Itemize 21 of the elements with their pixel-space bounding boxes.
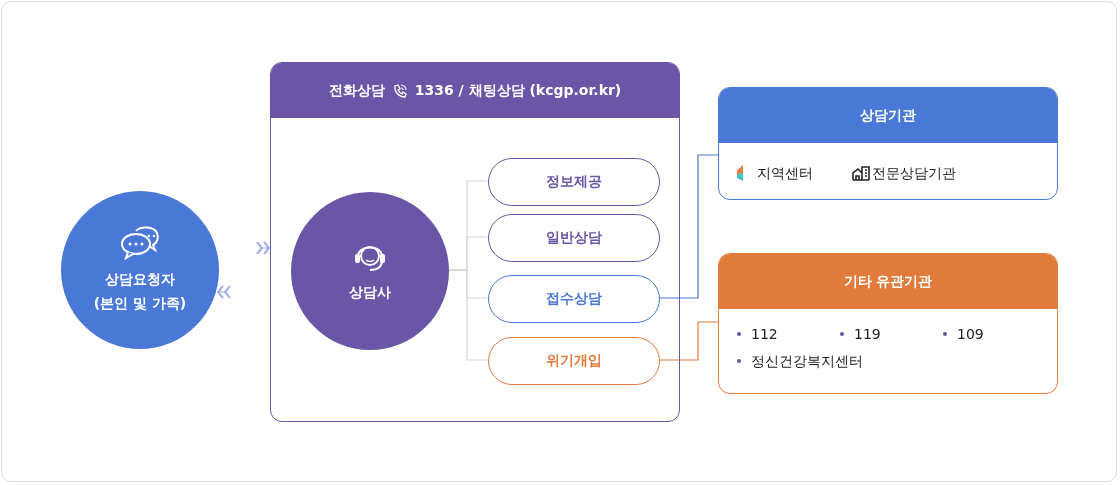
agency-name: 112 (737, 326, 778, 342)
counseling-agency-card (718, 87, 1058, 200)
agency-name: 119 (840, 326, 881, 342)
connector-line (658, 321, 719, 361)
service-pill: 정보제공 (488, 158, 660, 206)
agency-name: 전문상담기관 (872, 165, 956, 183)
header-title: 전화상담 (328, 81, 385, 100)
agency-name: 109 (943, 326, 984, 342)
circle-label: 상담요청자 (본인 및 가족) (92, 270, 188, 313)
connector-line (658, 154, 719, 299)
agency-name: 정신건강복지센터 (737, 353, 863, 371)
consultation-panel (270, 62, 680, 422)
service-pill: 위기개입 (488, 337, 660, 385)
card-header: 기타 유관기관 (719, 254, 1057, 309)
service-pill: 일반상담 (488, 214, 660, 262)
header-title: 1336 / 채팅상담 (kcgp.or.kr) (414, 81, 622, 100)
related-agency-card (718, 253, 1058, 394)
circle-label: 상담사 (348, 283, 392, 302)
service-pill: 접수상담 (488, 275, 660, 323)
card-header: 상담기관 (719, 88, 1057, 143)
agency-name: 지역센터 (757, 165, 813, 183)
